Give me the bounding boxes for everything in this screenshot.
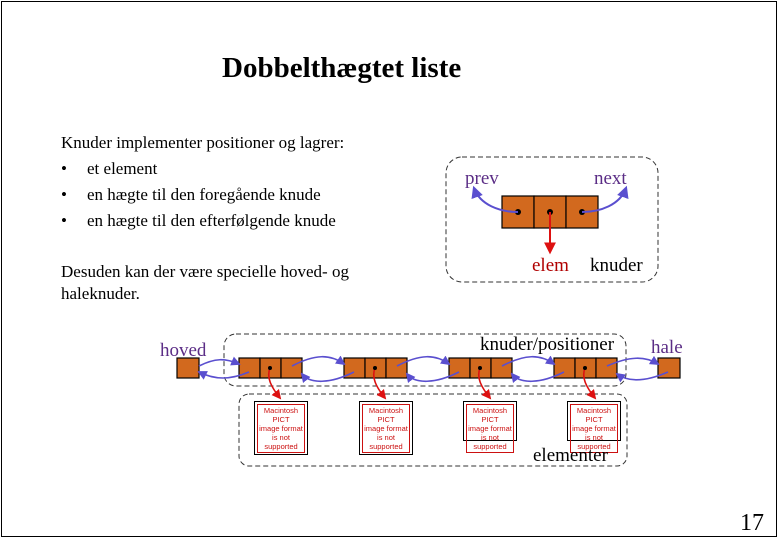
prev-label: prev xyxy=(465,168,499,189)
tail-label: hale xyxy=(651,337,683,358)
node-dashed-boundary xyxy=(445,156,659,283)
bullet-item: • et element xyxy=(61,156,336,182)
elem-label: elem xyxy=(532,255,569,276)
elements-label: elementer xyxy=(533,445,608,466)
bullet-dot: • xyxy=(61,159,67,178)
tail-sentinel-node xyxy=(657,357,681,379)
head-sentinel-node xyxy=(176,357,200,379)
bullet-list: • et element • en hægte til den foregående… xyxy=(61,156,336,234)
list-node xyxy=(238,357,303,379)
next-label: next xyxy=(594,168,627,189)
bullet-item: • en hægte til den foregående knude xyxy=(61,182,336,208)
prev-link-arrow xyxy=(471,185,519,213)
slide-title: Dobbelthægtet liste xyxy=(222,52,462,84)
element-pointer-dots xyxy=(268,366,587,370)
list-node xyxy=(553,357,618,379)
bullet-text: en hægte til den foregående knude xyxy=(87,185,321,204)
positions-label: knuder/positioner xyxy=(480,334,615,355)
node-label: knuder xyxy=(590,255,643,276)
special-nodes-paragraph: Desuden kan der være specielle hoved- og… xyxy=(61,262,349,303)
page-number: 17 xyxy=(740,510,764,536)
next-link-arrow xyxy=(581,185,629,213)
bullet-dot: • xyxy=(61,185,67,204)
list-node xyxy=(343,357,408,379)
element-pointers xyxy=(267,367,597,400)
elements-dashed-boundary xyxy=(238,393,628,467)
bullet-item: • en hægte til den efterfølgende knude xyxy=(61,208,336,234)
list-links xyxy=(197,355,669,383)
bullet-text: et element xyxy=(87,159,158,178)
intro-text: Knuder implementer positioner og lagrer: xyxy=(61,133,345,152)
bullet-dot: • xyxy=(61,211,67,230)
bullet-text: en hægte til den efterfølgende knude xyxy=(87,211,336,230)
node-detail xyxy=(445,156,659,283)
head-label: hoved xyxy=(160,340,207,361)
